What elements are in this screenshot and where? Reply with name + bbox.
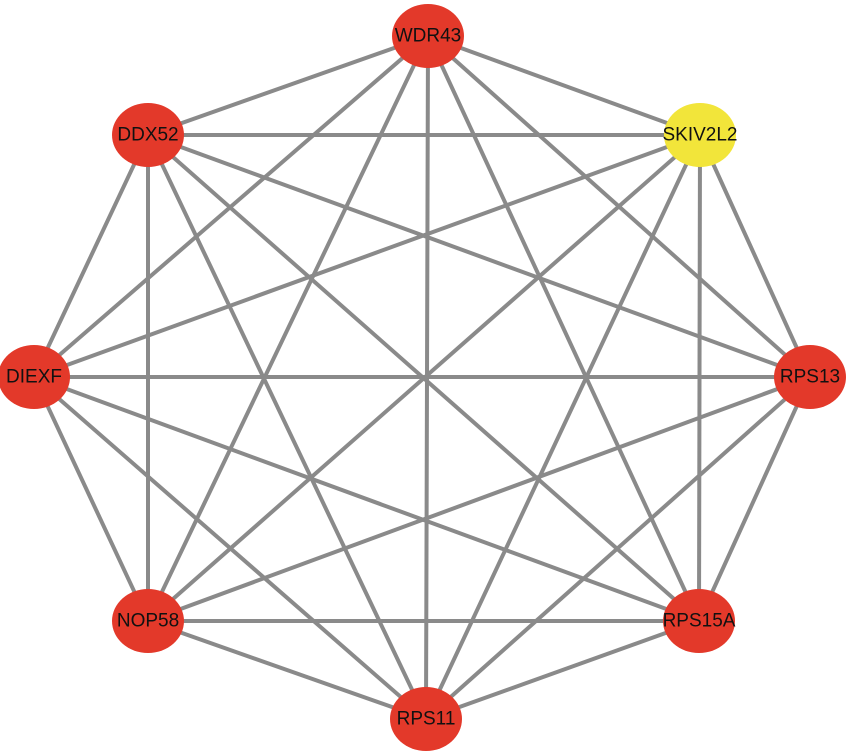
node-circle[interactable] [663, 589, 735, 653]
edge-rps11-diexf [32, 375, 428, 721]
edge-wdr43-ddx52 [146, 34, 430, 137]
node-circle[interactable] [774, 345, 846, 409]
node-label: SKIV2L2 [663, 125, 738, 146]
node-label: DDX52 [117, 125, 178, 146]
edge-rps13-nop58 [146, 375, 812, 623]
node-rps15a[interactable]: RPS15A [663, 589, 736, 653]
edge-rps15a-ddx52 [146, 133, 701, 623]
edge-rps13-ddx52 [146, 133, 812, 379]
node-ddx52[interactable]: DDX52 [112, 103, 184, 167]
edge-wdr43-rps15a [426, 34, 701, 623]
node-label: DIEXF [6, 367, 62, 388]
edge-nop58-diexf [32, 375, 150, 623]
node-circle[interactable] [392, 4, 464, 68]
node-label: WDR43 [395, 26, 462, 47]
node-nop58[interactable]: NOP58 [112, 589, 184, 653]
edge-rps13-rps15a [697, 375, 812, 623]
node-rps13[interactable]: RPS13 [774, 345, 846, 409]
edge-diexf-ddx52 [32, 133, 150, 379]
node-diexf[interactable]: DIEXF [0, 345, 70, 409]
edge-skiv2l2-rps11 [424, 133, 702, 721]
edge-rps15a-rps11 [424, 619, 701, 721]
node-label: RPS15A [663, 611, 736, 632]
node-label: RPS11 [397, 709, 456, 730]
node-circle[interactable] [112, 103, 184, 167]
node-wdr43[interactable]: WDR43 [392, 4, 464, 68]
node-circle[interactable] [0, 345, 70, 409]
node-circle[interactable] [390, 687, 462, 751]
edge-skiv2l2-rps13 [698, 133, 812, 379]
edge-skiv2l2-diexf [32, 133, 702, 379]
node-label: NOP58 [117, 611, 179, 632]
node-circle[interactable] [664, 103, 736, 167]
node-rps11[interactable]: RPS11 [390, 687, 462, 751]
edge-rps11-nop58 [146, 619, 428, 721]
node-label: RPS13 [780, 367, 840, 388]
edge-rps15a-diexf [32, 375, 701, 623]
node-skiv2l2[interactable]: SKIV2L2 [663, 103, 738, 167]
edge-rps11-ddx52 [146, 133, 428, 721]
node-circle[interactable] [112, 589, 184, 653]
edge-layer [32, 34, 812, 721]
edge-wdr43-skiv2l2 [426, 34, 702, 137]
